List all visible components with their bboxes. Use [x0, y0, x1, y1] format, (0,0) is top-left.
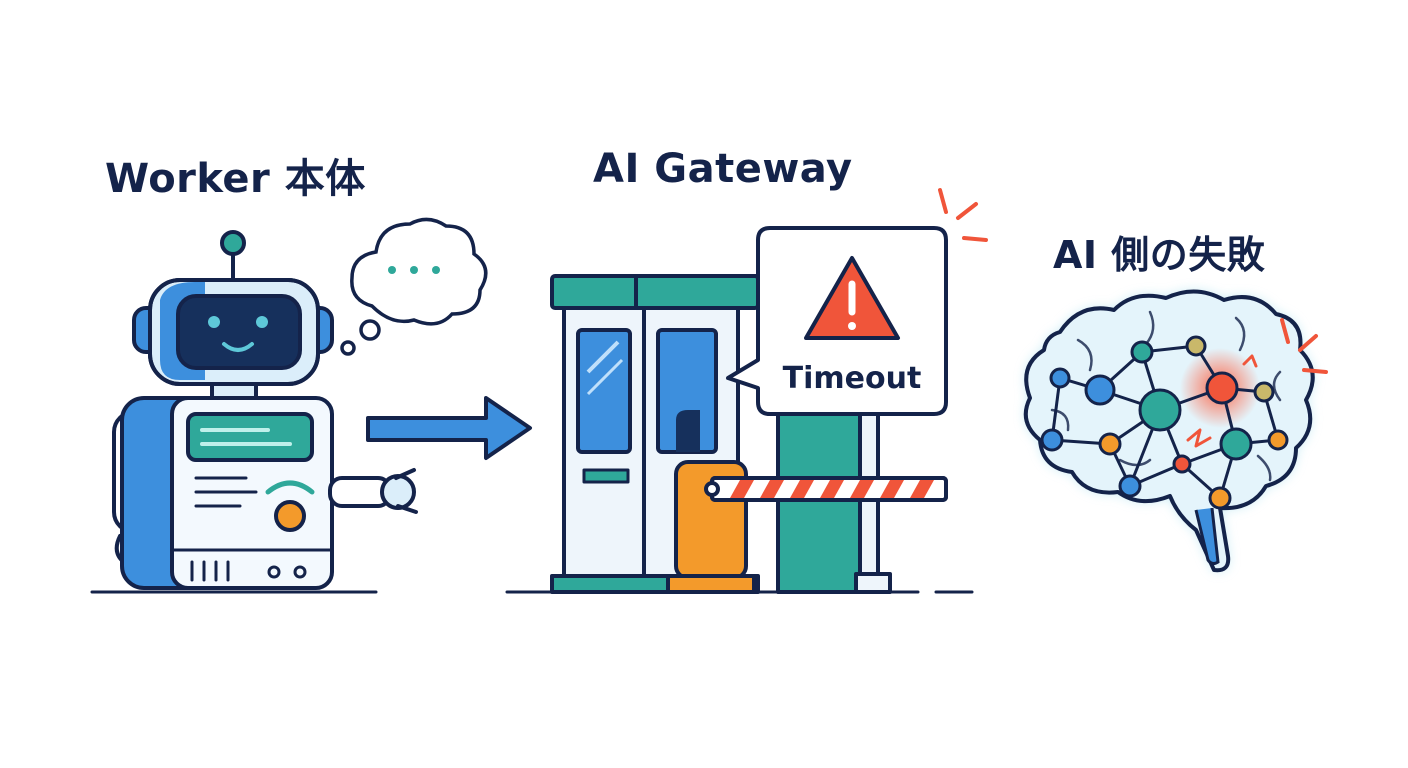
timeout-text: Timeout	[783, 361, 922, 396]
worker-label: Worker 本体	[105, 156, 366, 202]
ai-failure-label: AI 側の失敗	[1053, 233, 1266, 277]
brain-network-icon	[1023, 289, 1328, 573]
gateway-label: AI Gateway	[593, 146, 853, 192]
arrow-right-icon	[366, 396, 532, 460]
robot-icon	[112, 230, 418, 590]
warning-icon	[804, 256, 900, 340]
error-burst-icon	[938, 188, 988, 242]
thought-bubble-icon	[340, 217, 488, 356]
barrier-gate-icon	[666, 460, 948, 594]
timeout-callout: Timeout	[726, 226, 948, 416]
